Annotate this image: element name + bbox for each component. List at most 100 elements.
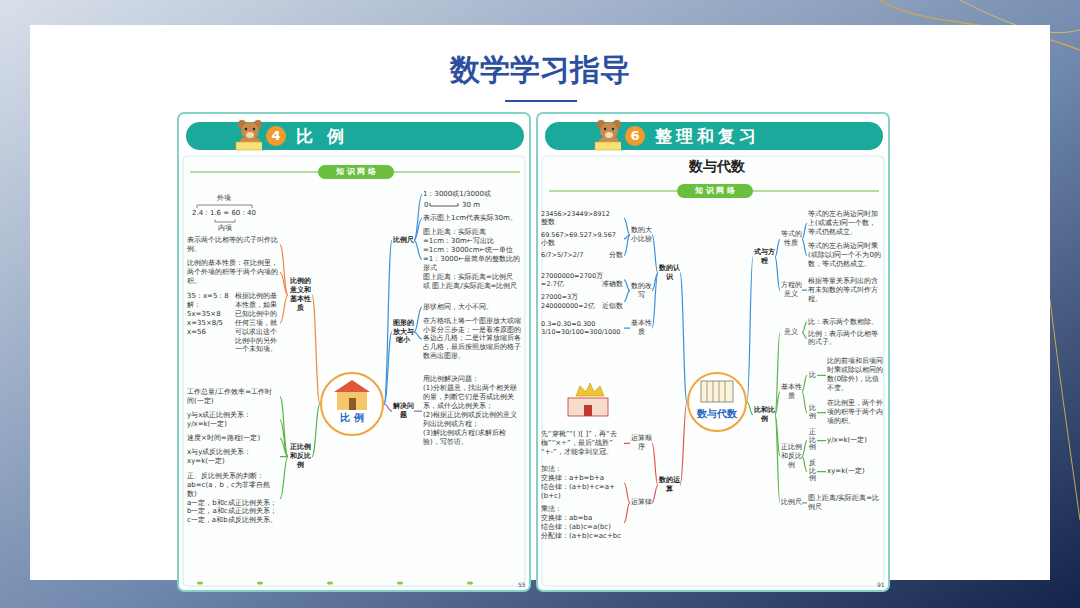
branch-line	[652, 273, 658, 328]
node-text: 基本性质	[630, 319, 652, 337]
note-text: 比例：表示两个比相等的式子。	[807, 330, 884, 348]
node-text: 23456>23449>8912	[541, 210, 610, 218]
branch-line	[624, 328, 630, 329]
node-text: =1cm：3000cm←统一单位	[423, 246, 521, 255]
branch-topic: 式与方程	[753, 248, 775, 266]
node-text: 加法：	[541, 465, 623, 474]
node-text: 比和比例	[753, 406, 775, 424]
castle-gate	[584, 405, 592, 416]
node-text: 27000000=2700万	[541, 272, 603, 280]
branch-line	[384, 332, 392, 404]
branch-line	[414, 194, 422, 240]
node-text: 比例尺	[780, 498, 802, 507]
bear-eye	[604, 128, 606, 130]
branch-line	[414, 411, 422, 412]
node-text: 小数	[541, 239, 555, 247]
note-text: 图上距离/实际距离=比例尺	[807, 494, 884, 512]
annotation-label: 内项	[218, 224, 232, 233]
sub-topic: 数的改写	[630, 282, 652, 300]
node-text: 比：表示两个数相除。	[808, 318, 883, 327]
note-text: 正、反比例关系的判断：ab=c(a，b，c为非零自然数)a一定，b和c成正比例关…	[186, 472, 280, 526]
annotation-label: 2.4 : 1.6 = 60 : 40	[192, 209, 256, 218]
branch-line	[747, 257, 753, 402]
node-text: 知 识 网 络	[677, 184, 753, 198]
branch-line	[802, 441, 807, 456]
branch-line	[624, 443, 630, 444]
scale-bar	[430, 203, 458, 206]
branch-line	[802, 290, 807, 291]
branch-line	[680, 402, 687, 485]
annotation-label: 数与代数	[689, 158, 745, 176]
branch-topic: 图形的放大与缩小	[392, 319, 414, 346]
node-text: 等式的左右两边同时乘(或除以)同一个不为0的数，等式仍然成立。	[808, 242, 883, 269]
branch-line	[775, 415, 780, 503]
node-text: 比例	[807, 405, 817, 420]
node-text: 正比例	[807, 429, 817, 452]
node-text: 数的改写	[630, 282, 652, 300]
note-text: 速度×时间=路程(一定)	[186, 434, 280, 443]
branch-line	[624, 280, 630, 291]
node-text: 比例尺	[392, 236, 414, 245]
branch-line	[280, 272, 288, 295]
bear-eye	[253, 128, 255, 130]
note-text: 图上距离：实际距离=1cm：30m←写出比=1cm：3000cm←统一单位=1：…	[422, 228, 522, 291]
title-underline	[505, 100, 577, 102]
node-text: a一定，b和c成正比例关系；	[187, 499, 279, 508]
node-text: 形状相同，大小不同。	[423, 303, 521, 312]
sub-topic: 基本性质	[630, 319, 652, 337]
node-text: 数的大小比较	[630, 226, 652, 244]
branch-line	[652, 235, 658, 273]
node-text: 式与方程	[753, 248, 775, 266]
note-text: 形状相同，大小不同。	[422, 303, 522, 312]
branch-line	[652, 443, 658, 485]
grass-leaf	[397, 582, 403, 585]
branch-line	[312, 295, 320, 404]
node-text: 0.3=0.30=0.300	[541, 320, 595, 328]
branch-line	[802, 223, 807, 239]
branch-line	[624, 483, 630, 503]
grass-leaf	[467, 582, 473, 585]
annotation-label: 0	[424, 201, 428, 210]
center-topic: 数与代数	[687, 372, 747, 432]
note-text: 表示两个比相等的式子叫作比例。	[186, 236, 280, 254]
section-header: 4比 例	[262, 122, 524, 150]
node-text: b一定，a和c成正比例关系；	[187, 507, 279, 516]
castle-wall	[568, 398, 608, 416]
bear-muzzle	[605, 132, 613, 138]
branch-line	[802, 456, 807, 471]
branch-line	[280, 438, 288, 456]
bear-eye	[245, 128, 247, 130]
node-text: c一定，a和b成反比例关系。	[187, 516, 279, 525]
node-text: 等式的左右两边同时加上(或减去)同一个数，等式仍然成立。	[808, 210, 883, 237]
note-text: 35：x=5：8解：5x=35×8x=35×8/5x=56	[186, 292, 232, 337]
node-text: 分配律：(a+b)c=ac+bc	[541, 532, 623, 541]
branch-line	[280, 397, 288, 457]
node-text: 表示图上1cm代表实际30m。	[423, 214, 521, 223]
node-text: 整理和复习	[655, 125, 760, 147]
branch-topic: 解决问题	[392, 402, 414, 420]
node-text: 图上距离/实际距离=比例尺	[808, 494, 883, 512]
branch-line	[624, 503, 630, 523]
cage-bar	[707, 381, 708, 402]
branch-line	[802, 375, 807, 391]
house-door	[349, 398, 356, 410]
note-text: 27000≈3万240000000≈2亿近似数	[540, 293, 624, 310]
branch-topic: 数的认识	[658, 264, 680, 282]
node-text: 等式的性质	[780, 230, 802, 248]
note-text: 先“穿靴”“( )[ ]”，再“去枷”“×÷”，最后“战胜”“+-”，才能拿到皇…	[540, 430, 624, 457]
bear-muzzle	[246, 132, 254, 138]
node-text: 比的前项和后项同时乘或除以相同的数(0除外)，比值不变。	[827, 357, 883, 393]
node-text: (1)分析题意，找出两个相关联的量，判断它们是否成比例关系，成什么比例关系；	[423, 384, 521, 411]
castle-illustration	[568, 383, 608, 416]
note-text: 比：表示两个数相除。	[807, 318, 884, 327]
note-text: 1：3000或1/3000或	[422, 190, 522, 199]
branch-line	[414, 332, 422, 339]
node-text: 运算律	[630, 498, 652, 507]
branch-topic: 比例尺	[392, 236, 414, 245]
note-text: 6/7>5/7>2/7分数	[540, 251, 624, 259]
node-text: 数的认识	[658, 264, 680, 282]
note-text: 乘法：交换律：ab=ba结合律：(ab)c=a(bc)分配律：(a+b)c=ac…	[540, 505, 624, 541]
note-text: 比例的基本性质：在比例里，两个外项的积等于两个内项的积。	[186, 259, 280, 286]
